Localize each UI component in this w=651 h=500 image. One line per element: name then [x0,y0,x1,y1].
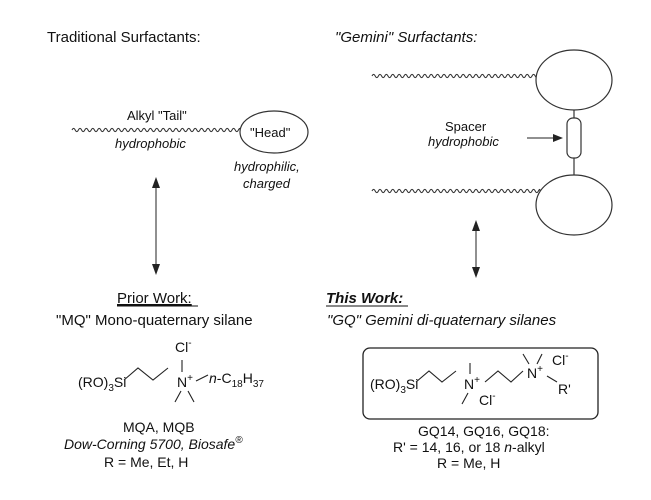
prior-work-heading: Prior Work: [117,290,192,307]
head-ellipse [239,110,309,154]
gq-n1-methyl-left [461,392,469,405]
gq-caption-3: R = Me, H [437,455,500,471]
svg-text:R': R' [558,381,571,397]
svg-text:Cl-: Cl- [552,351,569,368]
svg-text:N+: N+ [527,364,543,381]
mq-methyl-down-2 [187,390,195,403]
spacer-hydrophobic-label: hydrophobic [428,134,499,149]
tail-label: Alkyl "Tail" [127,108,187,123]
alkyl-tail-wavy-line [71,127,241,133]
gemini-top-head [535,49,613,111]
head-hydrophilic-label: hydrophilic, [234,159,300,174]
gemini-title: "Gemini" Surfactants: [335,29,477,46]
gemini-bottom-head [535,174,613,236]
this-work-heading: This Work: [326,290,403,307]
gemini-bottom-tail [371,188,541,194]
prior-work-subtitle: "MQ" Mono-quaternary silane [56,312,253,329]
svg-text:n-C18H37: n-C18H37 [209,370,264,390]
gq-caption-1: GQ14, GQ16, GQ18: [418,423,550,439]
svg-text:(RO)3Si: (RO)3Si [78,374,126,394]
head-label: "Head" [250,125,291,140]
gq-n2-r-bond [546,375,558,383]
this-work-subtitle: "GQ" Gemini di-quaternary silanes [327,312,557,329]
head-charged-label: charged [243,176,291,191]
svg-text:N+: N+ [177,373,193,390]
mq-caption-1: MQA, MQB [123,419,195,435]
right-double-arrow [472,220,480,278]
gemini-top-tail [371,73,541,79]
gq-n2-methyl-2 [536,353,543,365]
mq-caption-2: Dow-Corning 5700, Biosafe® [64,435,243,452]
svg-text:N+: N+ [464,375,480,392]
gq-structure-box [362,347,599,420]
gq-propyl-chain [415,370,457,383]
gq-structure: (RO)3Si N+ Cl- N+ Cl- R' [370,351,571,408]
mq-propyl-chain [123,367,169,381]
gq-ethyl-chain [484,370,524,383]
left-double-arrow [152,177,160,275]
mq-structure: (RO)3Si N+ Cl- n-C18H37 [78,338,264,403]
svg-text:(RO)3Si: (RO)3Si [370,376,418,396]
svg-text:Cl-: Cl- [479,391,496,408]
gq-caption-2: R' = 14, 16, or 18 n-alkyl [393,439,545,455]
spacer-pointer-arrow [527,134,563,142]
spacer-rect [566,117,582,159]
gq-n2-methyl-1 [522,353,530,365]
spacer-label: Spacer [445,119,487,134]
svg-text:Cl-: Cl- [175,338,192,355]
traditional-title: Traditional Surfactants: [47,29,201,46]
mq-methyl-down-1 [174,390,182,403]
tail-hydrophobic-label: hydrophobic [115,136,186,151]
mq-caption-3: R = Me, Et, H [104,454,188,470]
